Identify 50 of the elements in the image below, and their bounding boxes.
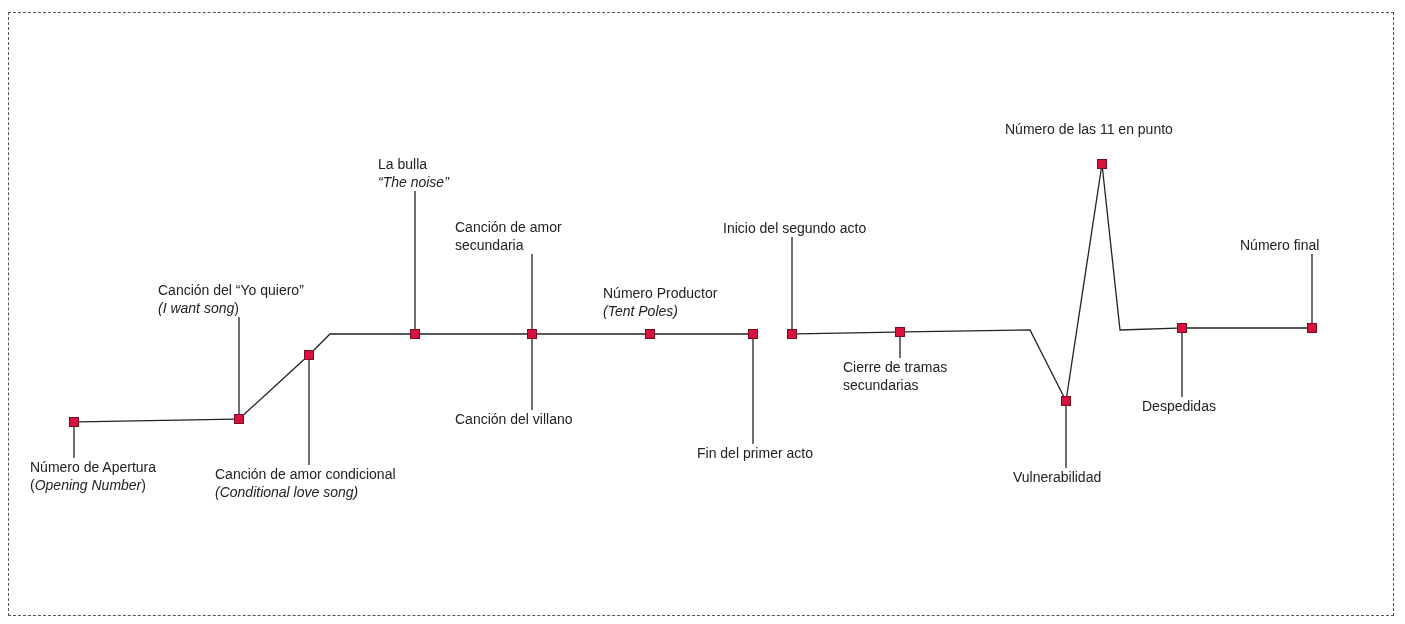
arc-line (904, 329, 1065, 397)
point-label: Canción del villano (455, 410, 573, 428)
point-marker (234, 414, 244, 424)
leader-line (414, 190, 416, 330)
point-marker (895, 327, 905, 337)
leader-line (1311, 253, 1313, 324)
arc-line (419, 333, 528, 335)
point-label: Número Productor (Tent Poles) (603, 284, 718, 320)
leader-line (752, 338, 754, 445)
leader-line (1181, 332, 1183, 398)
leader-line (1065, 405, 1067, 469)
point-marker (748, 329, 758, 339)
point-label: Vulnerabilidad (1013, 468, 1102, 486)
arc-line (78, 418, 235, 423)
arc-line (1101, 168, 1178, 331)
point-marker (410, 329, 420, 339)
point-label: Número de las 11 en punto (1005, 120, 1173, 138)
point-label: Número final (1240, 236, 1320, 254)
leader-line (73, 426, 75, 459)
point-marker (1177, 323, 1187, 333)
leader-line (238, 316, 240, 415)
point-marker (787, 329, 797, 339)
arc-line (654, 333, 749, 335)
arc-line (313, 333, 411, 351)
point-marker (1307, 323, 1317, 333)
leader-line (308, 359, 310, 466)
point-label: Inicio del segundo acto (723, 219, 867, 237)
leader-line (791, 236, 793, 330)
point-label: La bulla “The noise” (378, 155, 449, 191)
point-marker (1061, 396, 1071, 406)
point-label: Fin del primer acto (697, 444, 813, 462)
arc-line (536, 333, 646, 335)
leader-line (531, 253, 533, 330)
point-marker (69, 417, 79, 427)
point-label: Canción de amor condicional (Conditional love song) (215, 465, 396, 501)
point-label: Despedidas (1142, 397, 1216, 415)
point-marker (527, 329, 537, 339)
point-marker (645, 329, 655, 339)
point-marker (304, 350, 314, 360)
point-marker (1097, 159, 1107, 169)
leader-line (531, 338, 533, 411)
point-label: Cierre de tramas secundarias (843, 358, 993, 394)
arc-line (1066, 168, 1102, 397)
point-label: Canción de amor secundaria (455, 218, 605, 254)
arc-line (243, 358, 305, 416)
point-label: Canción del “Yo quiero” (I want song) (158, 281, 304, 317)
point-label: Número de Apertura (Opening Number) (30, 458, 157, 494)
arc-line (796, 331, 896, 335)
arc-line (1186, 327, 1308, 329)
leader-line (899, 336, 901, 359)
